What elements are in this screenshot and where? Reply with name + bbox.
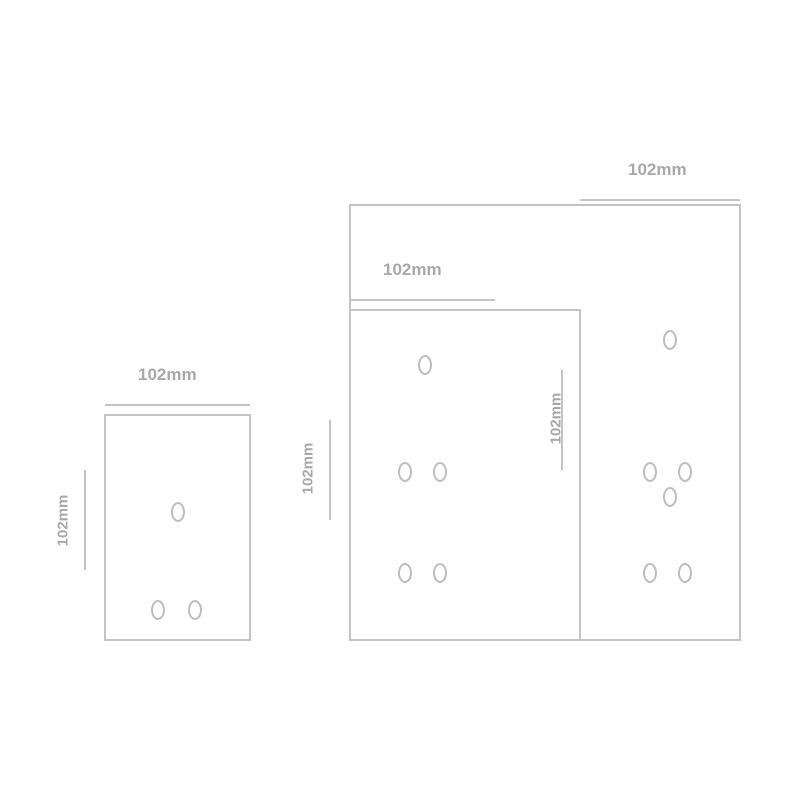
hole-icon bbox=[678, 563, 692, 583]
hole-icon bbox=[433, 563, 447, 583]
hole-icon bbox=[663, 330, 677, 350]
panel-medium-outline bbox=[349, 309, 581, 641]
hole-icon bbox=[678, 462, 692, 482]
hole-icon bbox=[151, 600, 165, 620]
width-label-medium: 102mm bbox=[383, 260, 442, 279]
hole-icon bbox=[171, 502, 185, 522]
hole-icon bbox=[418, 355, 432, 375]
hole-icon bbox=[398, 563, 412, 583]
height-label-large: 102mm bbox=[547, 392, 565, 445]
width-label-small: 102mm bbox=[138, 365, 197, 384]
height-label-medium: 102mm bbox=[299, 442, 317, 495]
hole-icon bbox=[663, 487, 677, 507]
width-label-large: 102mm bbox=[628, 160, 687, 179]
hole-icon bbox=[643, 563, 657, 583]
hole-icon bbox=[433, 462, 447, 482]
height-label-small: 102mm bbox=[54, 494, 72, 547]
panel-small-outline bbox=[104, 414, 251, 641]
hole-icon bbox=[188, 600, 202, 620]
hole-icon bbox=[398, 462, 412, 482]
hole-icon bbox=[643, 462, 657, 482]
